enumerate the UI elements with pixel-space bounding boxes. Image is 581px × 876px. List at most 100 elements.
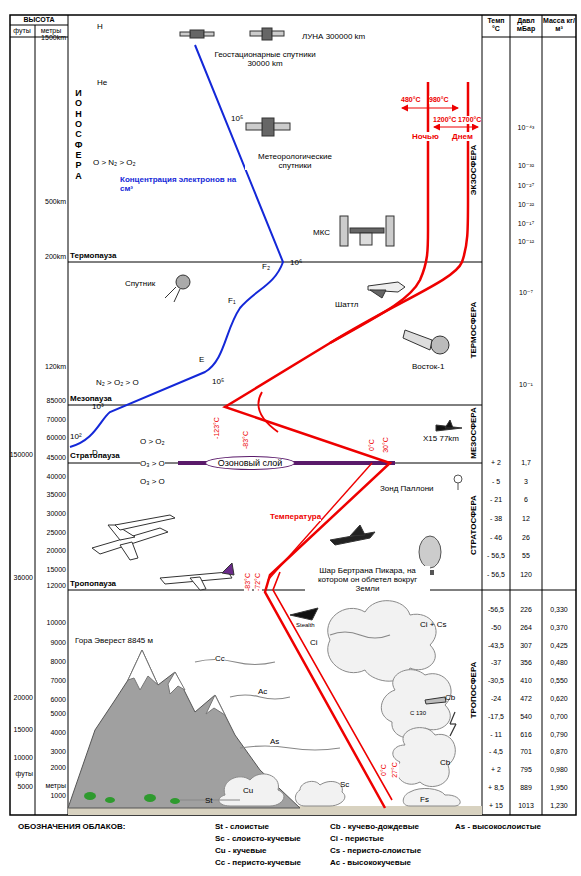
label: 36000: [14, 574, 33, 582]
label: 60000: [47, 434, 66, 442]
node-text: Озоновый слой: [218, 458, 283, 468]
label: 9000: [50, 639, 66, 647]
label: СТРАТОСФЕРА: [469, 495, 478, 555]
label: Cb: [440, 758, 450, 767]
label: -30,5: [488, 677, 504, 685]
label: 3: [524, 478, 528, 486]
label: - 38: [490, 515, 502, 523]
label: 410: [520, 677, 532, 685]
label: Тропопауза: [70, 579, 116, 588]
label: 120: [520, 571, 532, 579]
label: ТРОПОСФЕРА: [469, 662, 478, 719]
label: 480°C: [401, 96, 421, 104]
label: 0,550: [550, 677, 568, 685]
label: -50: [491, 624, 501, 632]
label: N₂ > O₂ > O: [96, 378, 139, 387]
label: Ac: [258, 687, 267, 696]
label: 8000: [50, 658, 66, 666]
label: 10⁵: [231, 114, 243, 123]
label: -17,5: [488, 713, 504, 721]
label: 5000: [17, 783, 33, 791]
legend-text: Ci - перистые: [330, 834, 384, 843]
label: 10000: [14, 754, 33, 762]
label: H: [97, 22, 103, 31]
label: -56,5: [488, 606, 504, 614]
label: 307: [520, 642, 532, 650]
label: Sc: [340, 780, 349, 789]
label: 25000: [47, 529, 66, 537]
label: 12000: [47, 582, 66, 590]
label: Концентрация электронов на см³: [120, 175, 240, 193]
label: + 8,5: [488, 784, 504, 792]
label: 10⁻⁴³: [518, 124, 535, 132]
label: ИОНОСФЕРА: [74, 88, 83, 181]
label: Метеорологические спутники: [245, 152, 345, 170]
label: 500km: [45, 198, 66, 206]
label: 120km: [45, 363, 66, 371]
label: 15000: [14, 726, 33, 734]
label: 0,480: [550, 659, 568, 667]
label: 200km: [45, 253, 66, 261]
label: 40000: [47, 473, 66, 481]
label: As: [270, 737, 279, 746]
label: 35000: [47, 491, 66, 499]
label: -83°C: [244, 573, 252, 591]
label: 1500km: [41, 34, 66, 42]
ozone-layer-band: Озоновый слой: [205, 456, 296, 470]
label: 10⁻¹²: [518, 238, 534, 246]
label: 1700°C: [458, 116, 481, 124]
label: F₂: [262, 262, 270, 271]
label: O₃ > O: [140, 477, 165, 486]
label: O₃ > O: [140, 459, 165, 468]
label: - 56,5: [487, 552, 505, 560]
legend-text: St - слоистые: [215, 822, 269, 831]
label: 10⁵: [212, 377, 224, 386]
label: Масса кг/м³: [543, 17, 575, 33]
label: метры: [45, 782, 66, 790]
label: - 4,5: [489, 748, 503, 756]
label: X15 77km: [423, 434, 459, 443]
label: 1000: [50, 792, 66, 800]
label: 0°C: [380, 764, 388, 776]
label: 10²: [70, 432, 82, 441]
label: Ci + Cs: [420, 620, 446, 629]
label: 55: [522, 552, 530, 560]
label: 356: [520, 659, 532, 667]
legend-text: Cs - перисто-слоистые: [330, 846, 421, 855]
label: футы: [13, 27, 30, 35]
label: МКС: [313, 228, 330, 237]
label: Cb: [445, 693, 455, 702]
label: 10⁻¹: [519, 381, 533, 389]
label: + 15: [489, 802, 503, 810]
label: -24: [491, 695, 501, 703]
label: 264: [520, 624, 532, 632]
label: 70000: [47, 416, 66, 424]
label: 0,790: [550, 731, 568, 739]
label: 85000: [47, 397, 66, 405]
label: - 11: [490, 731, 502, 739]
label: Геостационарные спутники 30000 km: [210, 50, 320, 68]
label: 30000: [47, 510, 66, 518]
label: Fs: [420, 795, 429, 804]
label: Шар Бертрана Пикара, на котором он облет…: [305, 566, 430, 594]
label: 12: [522, 515, 530, 523]
label: 10000: [47, 619, 66, 627]
label: Ночью: [412, 132, 439, 141]
label: 1,7: [521, 459, 531, 467]
label: Cu: [243, 786, 253, 795]
label: Давл мБар: [511, 17, 541, 33]
label: -37: [491, 659, 501, 667]
label: 4000: [50, 729, 66, 737]
label: 10⁶: [290, 258, 302, 267]
label: 30°C: [382, 437, 390, 453]
label: 701: [520, 748, 532, 756]
label: 0,330: [550, 606, 568, 614]
label: - 46: [490, 534, 502, 542]
label: 0,700: [550, 713, 568, 721]
label: 10⁻⁷: [519, 289, 533, 297]
label: 6000: [50, 696, 66, 704]
label: 472: [520, 695, 532, 703]
label: E: [199, 355, 204, 364]
legend-text: Cc - перисто-кучевые: [215, 858, 301, 867]
